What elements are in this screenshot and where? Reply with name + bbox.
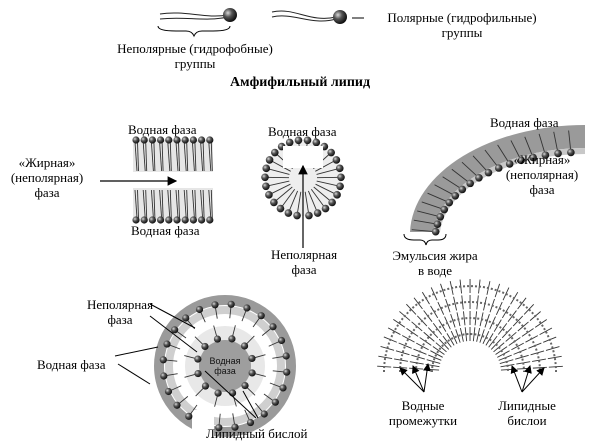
emulsion-brace bbox=[403, 233, 447, 246]
emulsion-fatty-phase-label: «Жирная»(неполярная)фаза bbox=[505, 152, 579, 197]
nonpolar-groups-label: Неполярные (гидрофобные)группы bbox=[117, 41, 273, 71]
multilamellar-figure bbox=[377, 278, 563, 373]
micelle-aqueous-label: Водная фаза bbox=[268, 124, 337, 139]
liposome-bilayer-label: Липидный бислой bbox=[206, 426, 308, 441]
liposome-pointers bbox=[114, 303, 259, 419]
liposome-figure bbox=[154, 295, 296, 438]
fat-emulsion-figure bbox=[410, 124, 585, 236]
polar-groups-label: Полярные (гидрофильные)группы bbox=[387, 10, 537, 40]
bilayer-fatty-phase-label: «Жирная»(неполярная)фаза bbox=[10, 155, 84, 200]
liposome-aqueous-label: Водная фаза bbox=[37, 357, 106, 372]
figure-title: Амфифильный липид bbox=[229, 75, 371, 90]
lipid-molecule-left bbox=[159, 8, 237, 22]
lipid-bilayer-figure bbox=[132, 136, 214, 224]
lipid-molecule-right bbox=[271, 10, 347, 24]
multilayer-pointers bbox=[399, 363, 545, 393]
bilayer-aqueous-top-label: Водная фаза bbox=[128, 122, 197, 137]
emulsion-aqueous-label: Водная фаза bbox=[490, 115, 559, 130]
bilayer-aqueous-bottom-label: Водная фаза bbox=[131, 223, 200, 238]
nonpolar-brace bbox=[157, 25, 231, 38]
